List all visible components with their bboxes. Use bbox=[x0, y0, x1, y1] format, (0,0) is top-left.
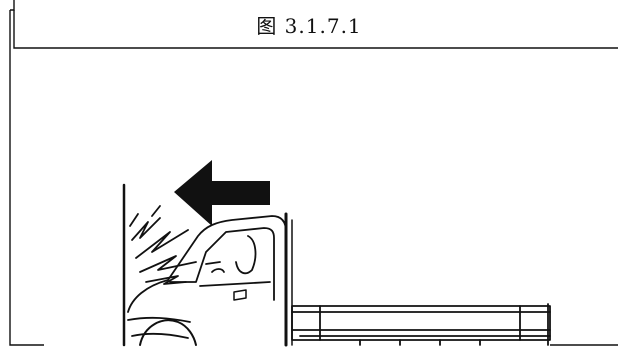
frame-lines bbox=[10, 0, 618, 345]
arrow-left-icon bbox=[174, 160, 270, 226]
door-handle bbox=[234, 290, 246, 300]
cargo-bed bbox=[292, 304, 550, 345]
truck-collision-illustration bbox=[124, 160, 550, 345]
front-wheel bbox=[140, 320, 196, 345]
impact-burst bbox=[130, 206, 196, 284]
